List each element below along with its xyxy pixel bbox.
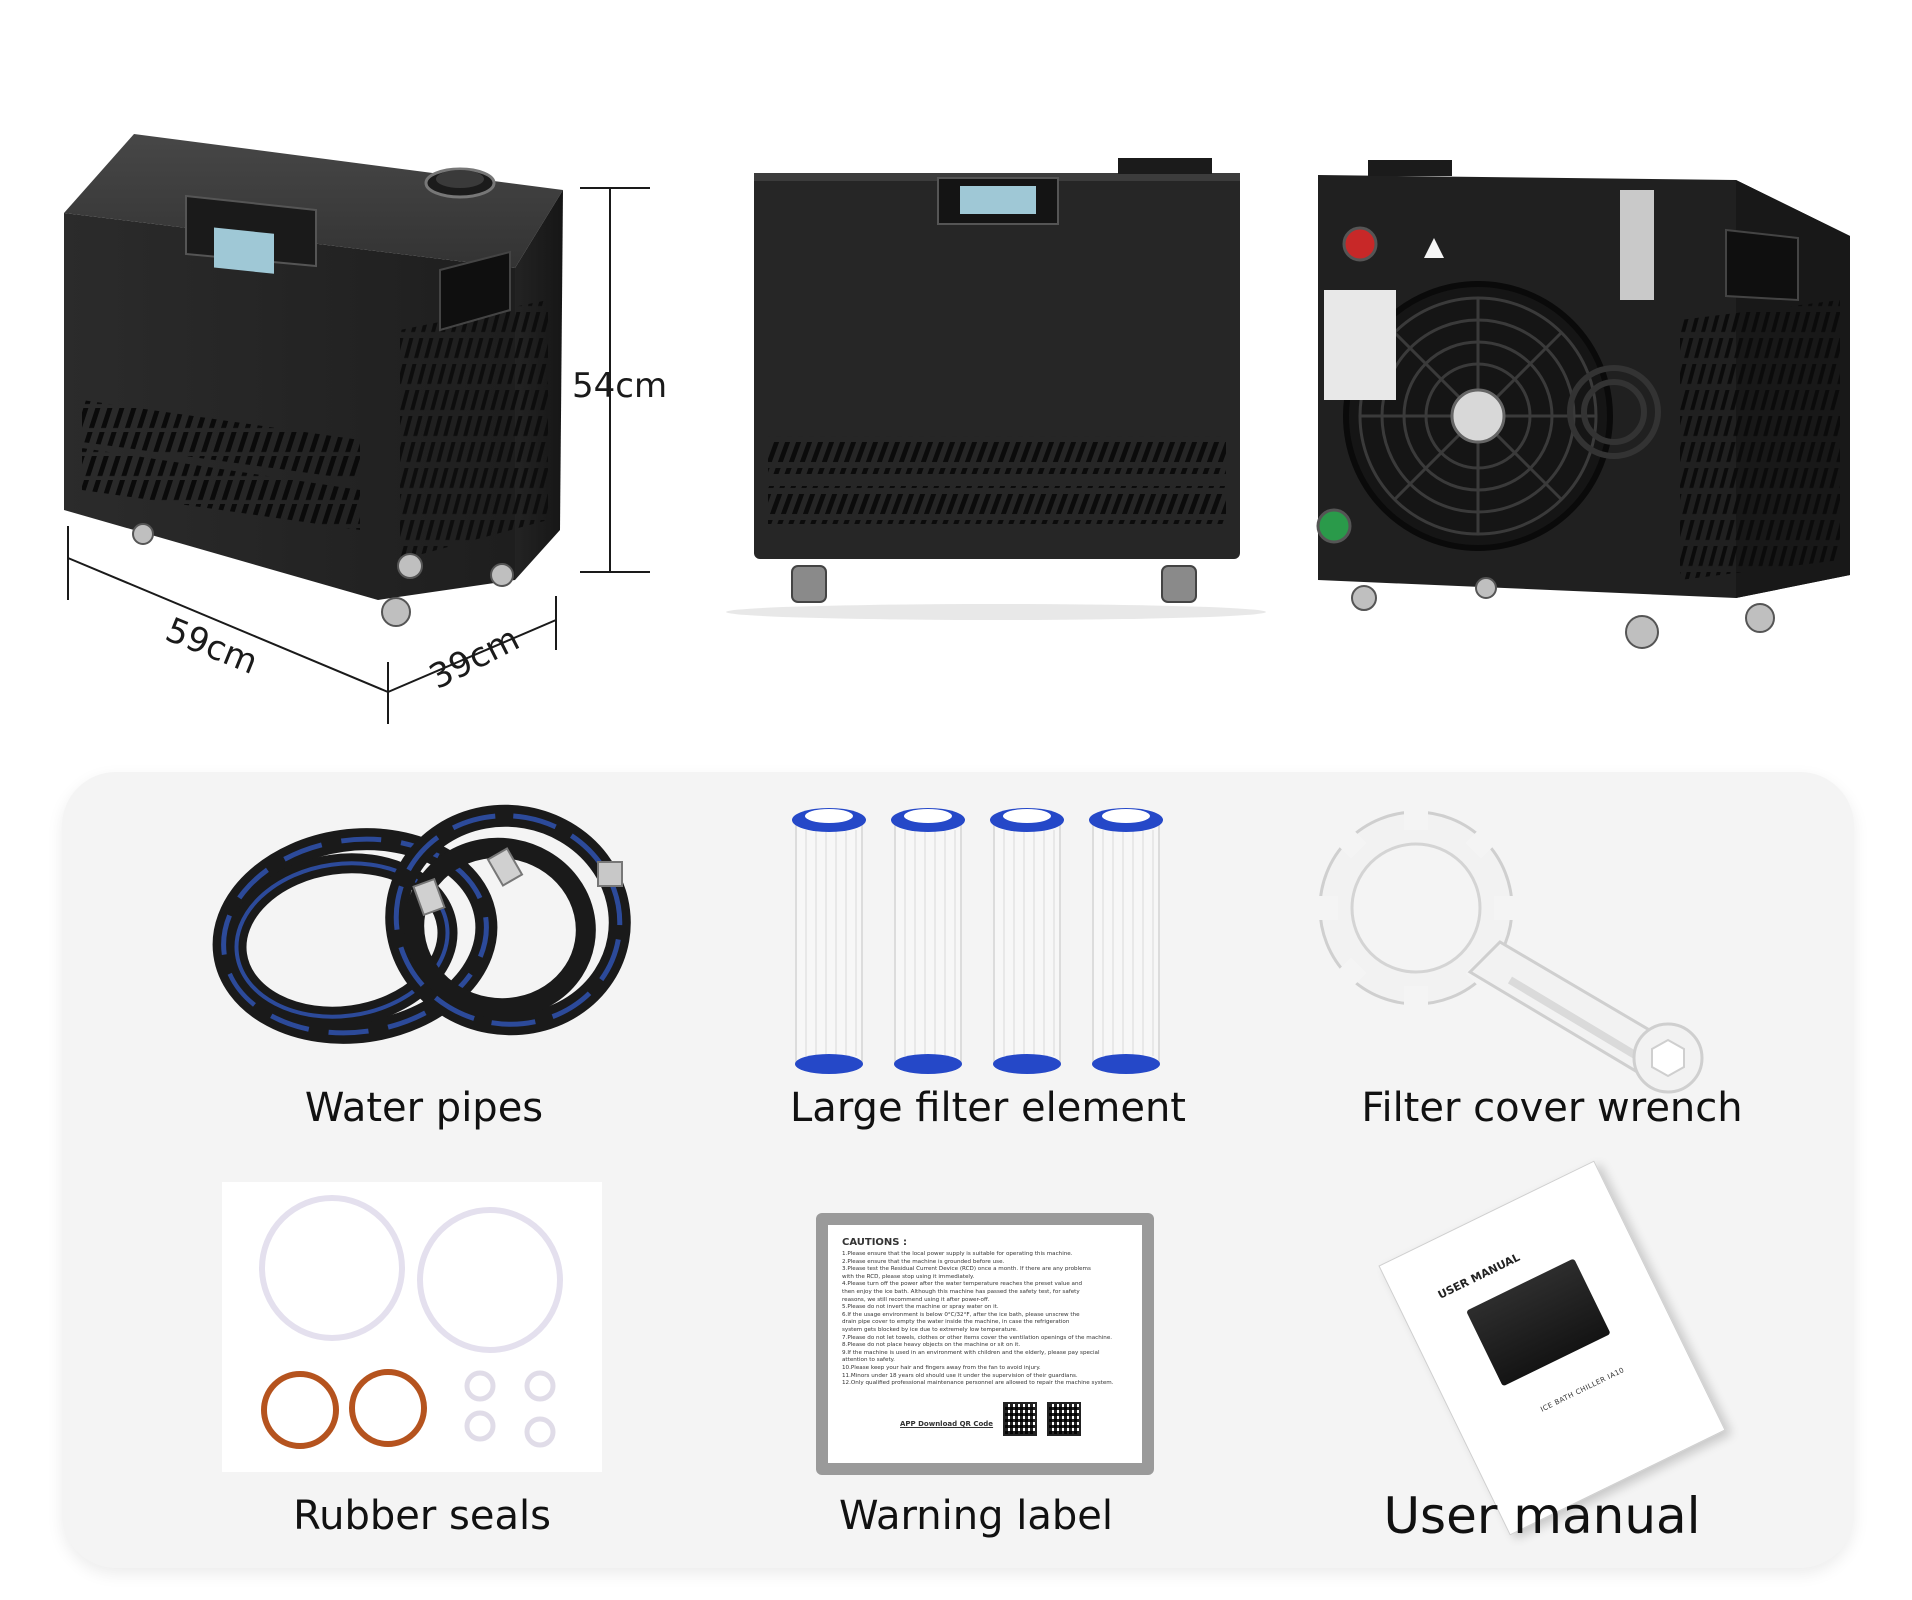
- manual-cover-subtitle: ICE BATH CHILLER IA10: [1539, 1366, 1626, 1414]
- qr-code-row: APP Download QR Code: [842, 1401, 1128, 1436]
- qr-code-left: [1003, 1401, 1038, 1436]
- display-screen: [960, 186, 1036, 214]
- warning-line: with the RCD, please stop using it immed…: [842, 1273, 975, 1280]
- display-screen: [214, 227, 274, 274]
- user-manual-label: User manual: [1383, 1487, 1701, 1545]
- warning-line: 3.Please test the Residual Current Devic…: [842, 1266, 1091, 1273]
- warning-line: 12.Only qualified professional maintenan…: [842, 1380, 1114, 1387]
- machine-front-view: [726, 158, 1266, 620]
- rear-sticker: [1324, 290, 1396, 400]
- warning-line: 9.If the machine is used in an environme…: [842, 1349, 1100, 1356]
- qr-code-right: [1047, 1401, 1082, 1436]
- warning-line: system gets blocked by ice due to extrem…: [842, 1326, 1018, 1333]
- warning-line: 5.Please do not invert the machine or sp…: [842, 1304, 999, 1311]
- warning-line: attention to safety.: [842, 1357, 895, 1364]
- warning-label-caption: Warning label: [839, 1493, 1113, 1539]
- machine-perspective-view: [64, 134, 563, 627]
- filter-element-label: Large filter element: [790, 1085, 1186, 1131]
- warning-label-card: CAUTIONS : 1.Please ensure that the loca…: [828, 1225, 1142, 1463]
- warning-line: 8.Please do not place heavy objects on t…: [842, 1342, 1021, 1349]
- cooling-fan: [1343, 281, 1613, 551]
- warning-label-image: CAUTIONS : 1.Please ensure that the loca…: [816, 1213, 1154, 1475]
- warning-line: 2.Please ensure that the machine is grou…: [842, 1258, 1005, 1265]
- warning-line: 4.Please turn off the power after the wa…: [842, 1281, 1083, 1288]
- qr-caption: APP Download QR Code: [900, 1419, 994, 1428]
- water-pipes-label: Water pipes: [304, 1085, 544, 1131]
- warning-line: 1.Please ensure that the local power sup…: [842, 1251, 1073, 1257]
- breaker-panel: [1620, 190, 1654, 300]
- filter-wrench-image: [1312, 804, 1704, 1094]
- warning-card-title: CAUTIONS :: [842, 1237, 907, 1248]
- machine-rear-view: [1316, 160, 1850, 649]
- filter-elements-image: [792, 808, 1163, 1074]
- warning-line: 7.Please do not let towels, clothes or o…: [842, 1334, 1113, 1341]
- warning-line: 6.If the usage environment is below 0°C/…: [842, 1311, 1080, 1318]
- dimension-lines: [67, 187, 650, 724]
- rubber-seals-image: [222, 1182, 602, 1472]
- warning-line: reasons, we still recommend using it aft…: [842, 1296, 990, 1303]
- warning-line: 11.Minors under 18 years old should use …: [842, 1372, 1078, 1379]
- dimension-height-label: 54cm: [572, 366, 668, 406]
- rubber-seals-label: Rubber seals: [293, 1493, 551, 1539]
- warning-line: then enjoy the ice bath. Although this m…: [842, 1288, 1080, 1295]
- water-pipes-image: [212, 804, 631, 1044]
- warning-line: drain pipe cover to empty the water insi…: [842, 1319, 1070, 1326]
- warning-line: 10.Please keep your hair and fingers awa…: [842, 1364, 1041, 1371]
- product-views: [64, 134, 1850, 724]
- filter-wrench-label: Filter cover wrench: [1361, 1085, 1743, 1131]
